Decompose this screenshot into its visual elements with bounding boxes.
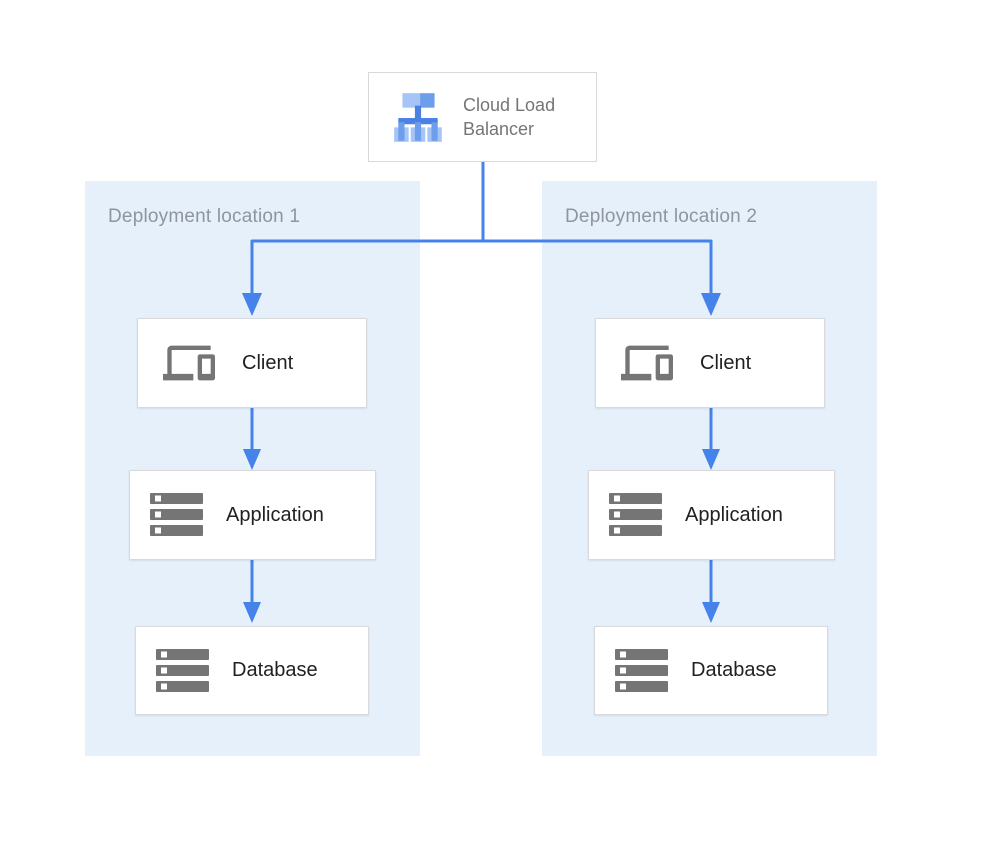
node-label: Application (685, 503, 783, 526)
devices-icon (616, 337, 678, 389)
node-label: Database (691, 659, 777, 681)
load-balancer-label: Cloud Load Balancer (463, 95, 556, 139)
server-stack-icon (609, 493, 663, 537)
devices-icon (158, 337, 220, 389)
node-cloud-load-balancer: Cloud Load Balancer (368, 72, 597, 162)
load-balancer-icon (389, 88, 447, 146)
node-label: Client (242, 351, 294, 374)
deployment-zone-2-label: Deployment location 2 (565, 206, 758, 227)
node-client-1: Client (137, 318, 367, 408)
node-application-1: Application (129, 470, 376, 560)
node-database-2: Database (594, 626, 828, 715)
deployment-zone-1: Deployment location 1 Client (85, 181, 420, 756)
server-stack-icon (156, 648, 210, 693)
node-label: Client (700, 351, 752, 374)
node-client-2: Client (595, 318, 825, 408)
node-label: Database (232, 659, 318, 681)
deployment-zone-1-label: Deployment location 1 (108, 206, 301, 227)
node-application-2: Application (588, 470, 835, 560)
node-database-1: Database (135, 626, 369, 715)
node-label: Application (226, 503, 324, 526)
server-stack-icon (150, 493, 204, 537)
server-stack-icon (615, 648, 669, 693)
